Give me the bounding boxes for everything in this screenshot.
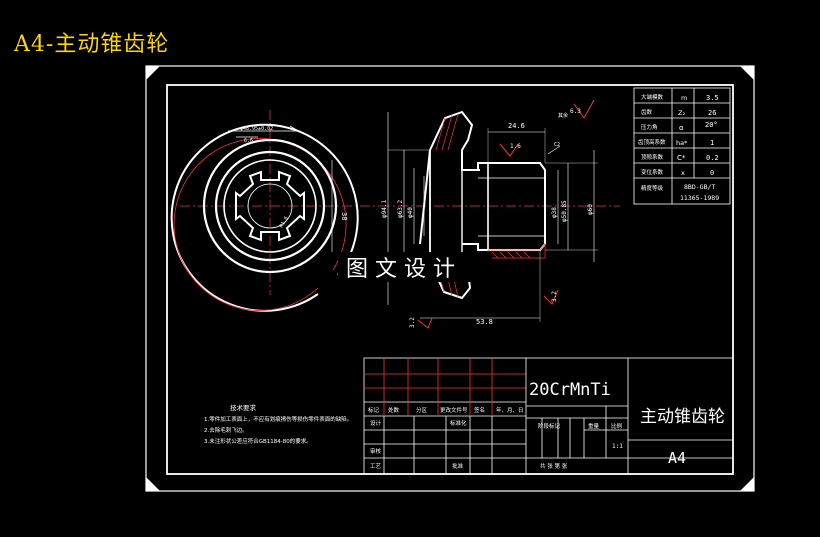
tb-zhongliang: 重量 (588, 422, 600, 430)
param-symbol: α (679, 124, 684, 132)
tech-req-line: 2.去除毛刺飞边。 (204, 426, 248, 434)
tech-req-line: 3.未注形状公差应符合GB1184-80的要求。 (204, 437, 312, 445)
left-view-label-a: φ48.95±0.02 (240, 126, 273, 132)
watermark-text: 图 文 设 计 (346, 257, 455, 282)
dim-phi-38: φ38 (551, 207, 558, 218)
tb-part-name: 主动锥齿轮 (640, 407, 725, 427)
title-block-text: 标记 处数 分区 更改文件号 签名 年、月、日 设计 标准化 审核 工艺 批准 … (368, 380, 725, 470)
tech-req-title: 技术要求 (230, 403, 257, 412)
tb-sheet-size: A4 (668, 449, 686, 467)
tb-jieduan: 阶段标记 (538, 422, 561, 430)
dim-qiyu: 其余 (558, 112, 568, 119)
param-value: 26 (708, 109, 716, 117)
dim-53-8: 53.8 (476, 318, 493, 326)
left-view-dim-38: 38 (340, 212, 348, 220)
left-view-label-b: 6.6 (244, 138, 253, 144)
tb-material: 20CrMnTi (529, 380, 611, 400)
param-symbol: x (681, 169, 685, 177)
param-value: 8BD-GB/T (684, 183, 715, 191)
dim-roughness-1-6: 1.6 (510, 143, 521, 150)
dim-phi-63-2: φ63.2 (397, 200, 404, 218)
param-table-text: 大端模数 m 3.5 齿数 Z₂ 26 压力角 α 20° 齿顶高系数 ha* … (638, 93, 719, 202)
dim-roughness-6-3: 6.3 (570, 108, 581, 115)
main-view (380, 99, 620, 329)
title-block-grid (363, 357, 734, 475)
param-symbol: m (681, 94, 687, 102)
watermark-backdrop (338, 252, 492, 282)
dim-roughness-3-2a: 3.2 (409, 317, 416, 328)
tb-bili: 比例 (611, 422, 623, 430)
param-value: 1 (710, 139, 714, 147)
left-view-label-c: R1.6 (279, 216, 290, 229)
param-value: 0.2 (706, 154, 719, 162)
dim-phi-40: φ40 (407, 207, 414, 218)
param-value: 11365-1989 (680, 194, 719, 202)
dim-phi-60: φ60 (587, 204, 594, 215)
corner-mark-tr (740, 66, 754, 80)
tb-biaozhunhua: 标准化 (450, 419, 467, 427)
tb-gengai: 更改文件号 (440, 406, 468, 414)
sheet-outer-border (145, 65, 755, 492)
param-symbol: C* (677, 154, 686, 162)
tb-scale: 1:1 (612, 443, 623, 450)
dim-24-6: 24.6 (508, 122, 525, 130)
corner-mark-tl (146, 66, 160, 80)
dim-chamfer-c2: C2 (554, 142, 560, 148)
tech-req-line: 1.零件加工表面上，不应有划痕擦伤等损伤零件表面的缺陷。 (204, 415, 352, 423)
param-value: 20° (705, 121, 718, 129)
param-name: 大端模数 (641, 93, 664, 101)
tb-biaoji: 标记 (368, 406, 380, 414)
tb-chushu: 处数 (388, 406, 400, 414)
param-symbol: Z₂ (678, 109, 685, 117)
tb-sheji: 设计 (370, 419, 382, 427)
dim-phi-50-85: φ50.85 (561, 200, 568, 222)
param-name: 齿顶高系数 (638, 138, 666, 146)
left-view (170, 110, 380, 312)
dim-phi-94-1: φ94.1 (381, 200, 388, 218)
corner-mark-bl (146, 477, 160, 491)
param-name: 精度等级 (641, 184, 664, 192)
tb-shenhe: 审核 (370, 447, 382, 455)
tb-fenqu: 分区 (416, 406, 428, 414)
tb-gong-zhang: 共 张 第 张 (540, 462, 568, 470)
param-symbol: ha* (676, 139, 688, 147)
param-name: 顶隙系数 (641, 153, 664, 161)
param-value: 0 (710, 169, 714, 177)
param-name: 压力角 (641, 123, 658, 131)
dim-roughness-3-2b: 3.2 (551, 291, 558, 302)
param-name: 变位系数 (641, 168, 664, 176)
tb-riqi: 年、月、日 (496, 406, 524, 414)
corner-mark-br (740, 477, 754, 491)
param-name: 齿数 (641, 108, 653, 116)
tb-gongyi: 工艺 (370, 463, 382, 470)
tb-qianming: 签名 (474, 406, 485, 414)
window-title: A4-主动锥齿轮 (14, 32, 170, 57)
param-value: 3.5 (706, 94, 719, 102)
tb-pizhun: 批准 (452, 462, 464, 470)
tech-requirements: 技术要求 1.零件加工表面上，不应有划痕擦伤等损伤零件表面的缺陷。 2.去除毛刺… (204, 403, 352, 445)
param-table (633, 87, 731, 205)
